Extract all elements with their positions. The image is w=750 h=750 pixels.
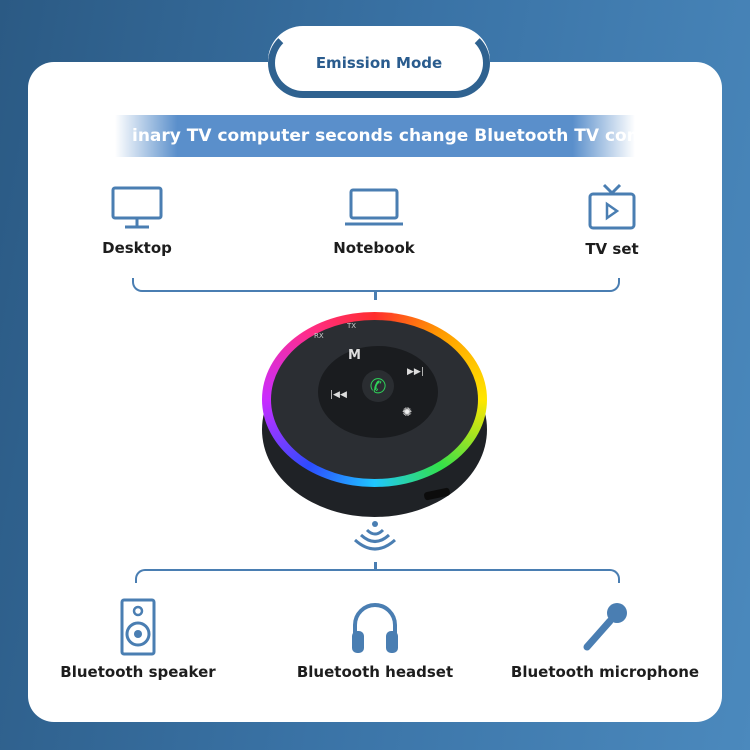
bluetooth-device: RX TX M ✆ ▶▶| |◀◀ ✺	[262, 312, 487, 517]
bracket-bottom-tick	[374, 562, 377, 571]
bracket-bottom	[135, 569, 620, 583]
tx-label: TX	[347, 322, 357, 330]
source-desktop: Desktop	[57, 185, 217, 257]
tv-icon	[588, 183, 636, 230]
mode-title-pill: Emission Mode	[268, 28, 490, 98]
signal-waves-icon	[353, 521, 397, 551]
rx-label: RX	[314, 332, 324, 340]
source-label: Desktop	[102, 239, 172, 257]
mode-title: Emission Mode	[315, 54, 443, 72]
target-label: Bluetooth headset	[296, 663, 454, 681]
target-headset: Bluetooth headset	[285, 597, 465, 681]
target-microphone: Bluetooth microphone	[505, 597, 705, 681]
banner-text: inary TV computer seconds change Bluetoo…	[132, 126, 635, 146]
next-icon: ▶▶|	[407, 367, 424, 377]
desktop-icon	[111, 186, 163, 229]
source-tv: TV set	[532, 182, 692, 258]
microphone-icon	[583, 603, 627, 651]
bracket-top-tick	[374, 290, 377, 300]
phone-icon: ✆	[362, 370, 394, 402]
source-label: Notebook	[333, 239, 415, 257]
source-label: TV set	[585, 240, 639, 258]
banner: inary TV computer seconds change Bluetoo…	[115, 115, 635, 157]
target-label: Bluetooth speaker	[60, 663, 216, 681]
headphones-icon	[352, 603, 398, 653]
previous-icon: |◀◀	[330, 390, 347, 400]
source-notebook: Notebook	[294, 185, 454, 257]
target-label: Bluetooth microphone	[510, 663, 700, 681]
laptop-icon	[345, 188, 403, 226]
light-icon: ✺	[402, 405, 413, 419]
target-speaker: Bluetooth speaker	[58, 597, 218, 681]
speaker-icon	[120, 598, 156, 656]
mode-button: M	[348, 348, 361, 363]
